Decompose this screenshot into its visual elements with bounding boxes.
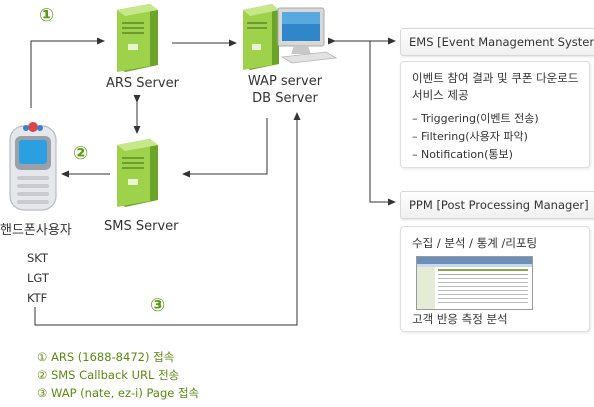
ems-item-filtering: – Filtering(사용자 파악) [412,130,528,143]
legend-item-3: ③ WAP (nate, ez-i) Page 접속 [37,386,200,400]
arrow-phone-to-ars [30,37,105,108]
step-3-marker: ③ [150,295,166,316]
step-1-marker: ① [39,5,55,26]
legend-item-2: ② SMS Callback URL 전송 [37,368,180,382]
carrier-ktf: KTF [27,291,48,305]
carrier-list: SKT LGT KTF [27,248,49,308]
ems-desc-line2: 서비스 제공 [412,88,469,102]
arrow-to-ppm [369,41,396,206]
ppm-desc: 수집 / 분석 / 통계 /리포팅 [412,236,538,250]
ems-item-triggering: – Triggering(이벤트 전송) [412,112,539,125]
ems-item-notification: – Notification(통보) [412,148,513,161]
ems-body-box: 이벤트 참여 결과 및 쿠폰 다운로드 서비스 제공 – Triggering(… [400,61,590,168]
wap-server-label-line1: WAP server [247,74,323,89]
ppm-footer: 고객 반응 측정 분석 [412,312,508,326]
legend-item-1: ① ARS (1688-8472) 접속 [37,350,175,364]
sms-server-label: SMS Server [104,219,179,234]
phone-user-label: 핸드폰사용자 [0,223,72,238]
sms-server-icon [117,139,158,207]
report-screenshot-image [416,256,533,310]
ars-server-icon [117,4,158,72]
wap-server-icon [243,4,338,70]
arrow-wap-to-sms [182,118,268,178]
phone-icon [9,122,57,211]
arrow-phone-to-wap [34,112,301,326]
ppm-body-box: 수집 / 분석 / 통계 /리포팅 고객 반응 측정 분석 [400,226,590,332]
legend: ① ARS (1688-8472) 접속 ② SMS Callback URL … [37,348,199,402]
ems-title-box: EMS [Event Management System] [400,28,594,56]
ppm-title-box: PPM [Post Processing Manager] [400,191,594,219]
carrier-skt: SKT [27,251,48,265]
ems-desc-line1: 이벤트 참여 결과 및 쿠폰 다운로드 [412,71,579,85]
wap-server-label: WAP server DB Server [242,74,328,106]
wap-server-label-line2: DB Server [252,91,318,106]
ars-server-label: ARS Server [106,76,179,91]
carrier-lgt: LGT [27,271,49,285]
ems-function-list: – Triggering(이벤트 전송) – Filtering(사용자 파악)… [412,110,539,164]
step-2-marker: ② [73,143,89,164]
